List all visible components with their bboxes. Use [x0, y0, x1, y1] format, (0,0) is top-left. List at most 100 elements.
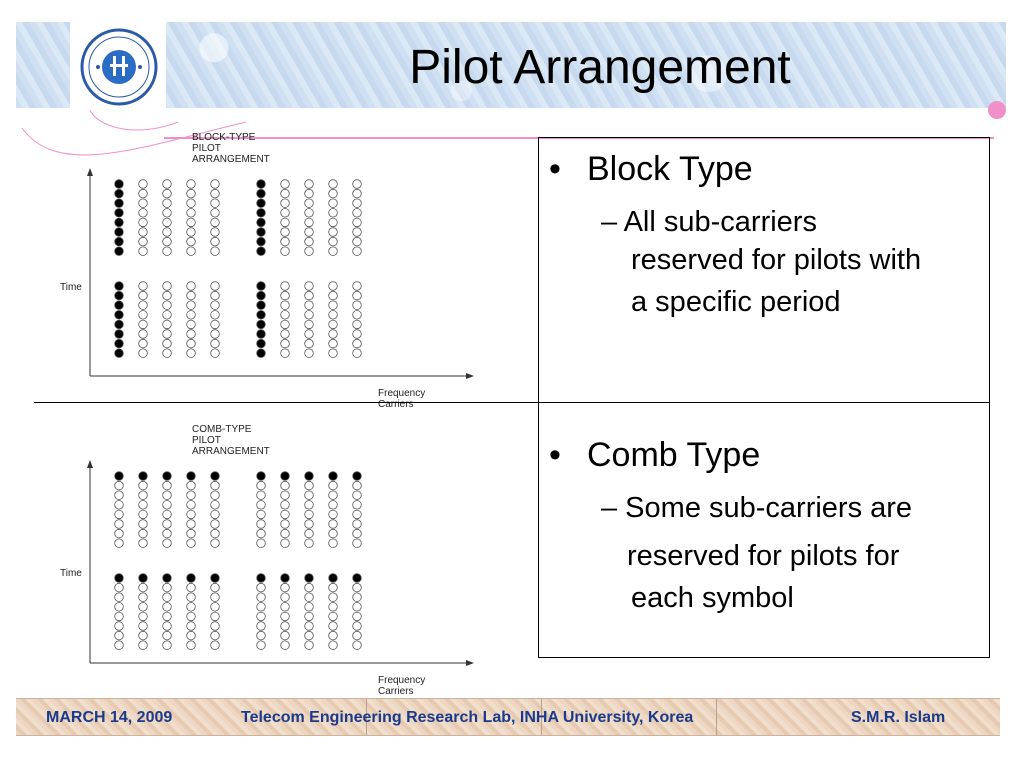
data-subcarrier: [162, 198, 172, 208]
data-subcarrier: [352, 329, 362, 339]
data-subcarrier: [328, 500, 338, 510]
data-subcarrier: [328, 519, 338, 529]
figure-divider: [34, 402, 990, 403]
data-subcarrier: [138, 528, 148, 539]
pilot-subcarrier: [352, 573, 362, 583]
pilot-subcarrier: [256, 236, 266, 247]
data-subcarrier: [328, 528, 338, 539]
data-subcarrier: [256, 630, 266, 641]
data-subcarrier: [138, 611, 148, 622]
data-subcarrier: [210, 630, 220, 641]
data-subcarrier: [114, 630, 124, 641]
data-subcarrier: [210, 509, 220, 520]
data-subcarrier: [280, 281, 290, 291]
data-subcarrier: [280, 217, 290, 228]
data-subcarrier: [352, 592, 362, 602]
data-subcarrier: [138, 198, 148, 208]
data-subcarrier: [186, 338, 196, 349]
data-subcarrier: [138, 310, 148, 320]
data-subcarrier: [352, 208, 362, 218]
data-subcarrier: [304, 490, 314, 500]
data-subcarrier: [186, 480, 196, 491]
data-subcarrier: [280, 246, 290, 256]
block-desc-line-2: reserved for pilots with: [631, 244, 922, 276]
data-subcarrier: [114, 592, 124, 602]
data-subcarrier: [328, 198, 338, 208]
pilot-subcarrier: [210, 471, 220, 481]
data-subcarrier: [256, 592, 266, 602]
data-subcarrier: [352, 509, 362, 520]
data-subcarrier: [352, 281, 362, 291]
data-subcarrier: [114, 582, 124, 593]
data-subcarrier: [138, 582, 148, 593]
data-subcarrier: [210, 208, 220, 218]
data-subcarrier: [280, 179, 290, 189]
data-subcarrier: [210, 519, 220, 529]
data-subcarrier: [138, 592, 148, 602]
data-subcarrier: [280, 300, 290, 310]
data-subcarrier: [162, 217, 172, 228]
data-subcarrier: [162, 208, 172, 218]
data-subcarrier: [138, 630, 148, 641]
data-subcarrier: [280, 319, 290, 330]
data-subcarrier: [138, 640, 148, 650]
data-subcarrier: [186, 300, 196, 310]
pilot-subcarrier: [186, 471, 196, 481]
data-subcarrier: [210, 188, 220, 199]
pilot-subcarrier: [280, 471, 290, 481]
data-subcarrier: [186, 538, 196, 548]
data-subcarrier: [138, 179, 148, 189]
data-subcarrier: [210, 500, 220, 510]
data-subcarrier: [352, 490, 362, 500]
data-subcarrier: [280, 227, 290, 237]
title-underline-dot: [988, 101, 1006, 119]
data-subcarrier: [186, 319, 196, 330]
pilot-subcarrier: [114, 573, 124, 583]
slide-title: Pilot Arrangement: [409, 41, 791, 94]
data-subcarrier: [352, 348, 362, 358]
data-subcarrier: [280, 208, 290, 218]
data-subcarrier: [328, 509, 338, 520]
block-heading: Block Type: [587, 150, 753, 188]
data-subcarrier: [352, 528, 362, 539]
data-subcarrier: [186, 310, 196, 320]
data-subcarrier: [186, 630, 196, 641]
pilot-subcarrier: [162, 573, 172, 583]
data-subcarrier: [186, 640, 196, 650]
data-subcarrier: [256, 538, 266, 548]
pilot-subcarrier: [114, 300, 124, 310]
data-subcarrier: [138, 602, 148, 612]
data-subcarrier: [304, 227, 314, 237]
block-bullet: •: [549, 150, 561, 188]
data-subcarrier: [280, 519, 290, 529]
y-axis-arrow: [87, 460, 93, 468]
data-subcarrier: [328, 300, 338, 310]
data-subcarrier: [138, 281, 148, 291]
data-subcarrier: [138, 227, 148, 237]
pilot-subcarrier: [114, 310, 124, 320]
pilot-subcarrier: [256, 348, 266, 358]
data-subcarrier: [162, 528, 172, 539]
data-subcarrier: [328, 602, 338, 612]
data-subcarrier: [162, 188, 172, 199]
pilot-subcarrier: [114, 329, 124, 339]
data-subcarrier: [114, 509, 124, 520]
pilot-subcarrier: [256, 227, 266, 237]
header-banner: [16, 22, 1006, 108]
data-subcarrier: [186, 198, 196, 208]
pilot-subcarrier: [114, 348, 124, 358]
data-subcarrier: [186, 217, 196, 228]
data-subcarrier: [256, 480, 266, 491]
data-subcarrier: [352, 246, 362, 256]
data-subcarrier: [210, 621, 220, 631]
data-subcarrier: [138, 329, 148, 339]
data-subcarrier: [162, 290, 172, 301]
data-subcarrier: [328, 246, 338, 256]
data-subcarrier: [280, 310, 290, 320]
data-subcarrier: [210, 611, 220, 622]
block-y-label: Time: [60, 282, 82, 293]
data-subcarrier: [256, 528, 266, 539]
data-subcarrier: [138, 188, 148, 199]
data-subcarrier: [256, 611, 266, 622]
data-subcarrier: [352, 179, 362, 189]
